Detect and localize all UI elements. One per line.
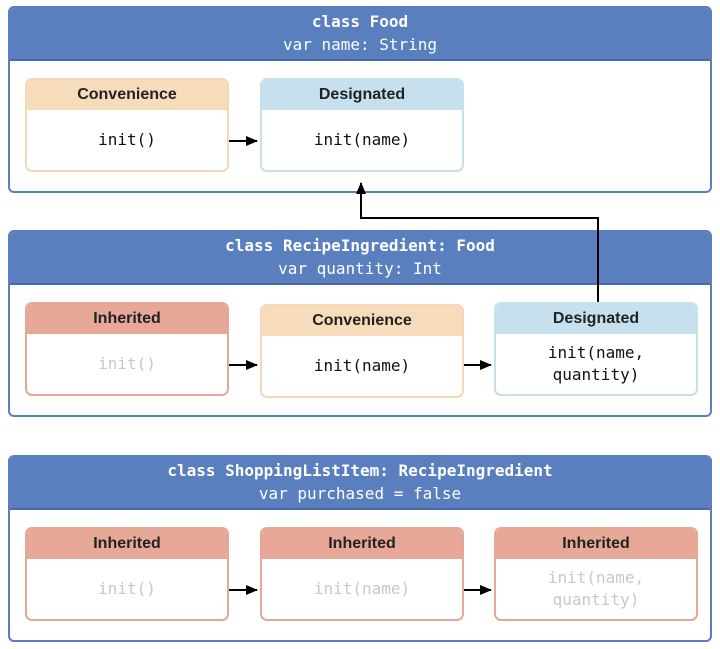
food-convenience-header: Convenience (27, 80, 227, 110)
shopping-inherited-init-3: init(name, quantity) (547, 568, 645, 609)
shopping-inherited-card-1: Inherited init() (25, 527, 229, 621)
food-designated-init: init(name) (313, 130, 411, 149)
food-designated-header: Designated (262, 80, 462, 110)
recipe-convenience-init: init(name) (313, 356, 411, 375)
shopping-inherited-card-2: Inherited init(name) (260, 527, 464, 621)
food-designated-card: Designated init(name) (260, 78, 464, 172)
shopping-inherited-init-1: init() (98, 579, 156, 598)
food-convenience-init: init() (98, 130, 156, 149)
shopping-inherited-header-1: Inherited (27, 529, 227, 559)
recipe-class-property: var quantity: Int (278, 259, 442, 278)
recipe-inherited-init: init() (98, 354, 156, 373)
shopping-inherited-header-3: Inherited (496, 529, 696, 559)
recipe-inherited-header: Inherited (27, 304, 227, 334)
recipe-class-title: class RecipeIngredient: Food (225, 236, 495, 255)
food-class-header: class Food var name: String (10, 8, 710, 61)
shopping-inherited-header-2: Inherited (262, 529, 462, 559)
recipe-inherited-card: Inherited init() (25, 302, 229, 396)
shopping-class-header: class ShoppingListItem: RecipeIngredient… (10, 457, 710, 510)
recipe-designated-header: Designated (496, 304, 696, 334)
food-class-title: class Food (311, 12, 409, 31)
shopping-class-title: class ShoppingListItem: RecipeIngredient (167, 461, 553, 480)
shopping-inherited-card-3: Inherited init(name, quantity) (494, 527, 698, 621)
recipe-designated-card: Designated init(name, quantity) (494, 302, 698, 396)
recipe-convenience-card: Convenience init(name) (260, 304, 464, 398)
recipe-class-header: class RecipeIngredient: Food var quantit… (10, 232, 710, 285)
recipe-designated-init: init(name, quantity) (547, 343, 645, 384)
food-class-property: var name: String (282, 35, 438, 54)
food-convenience-card: Convenience init() (25, 78, 229, 172)
shopping-inherited-init-2: init(name) (313, 579, 411, 598)
recipe-convenience-header: Convenience (262, 306, 462, 336)
shopping-class-property: var purchased = false (258, 484, 462, 503)
